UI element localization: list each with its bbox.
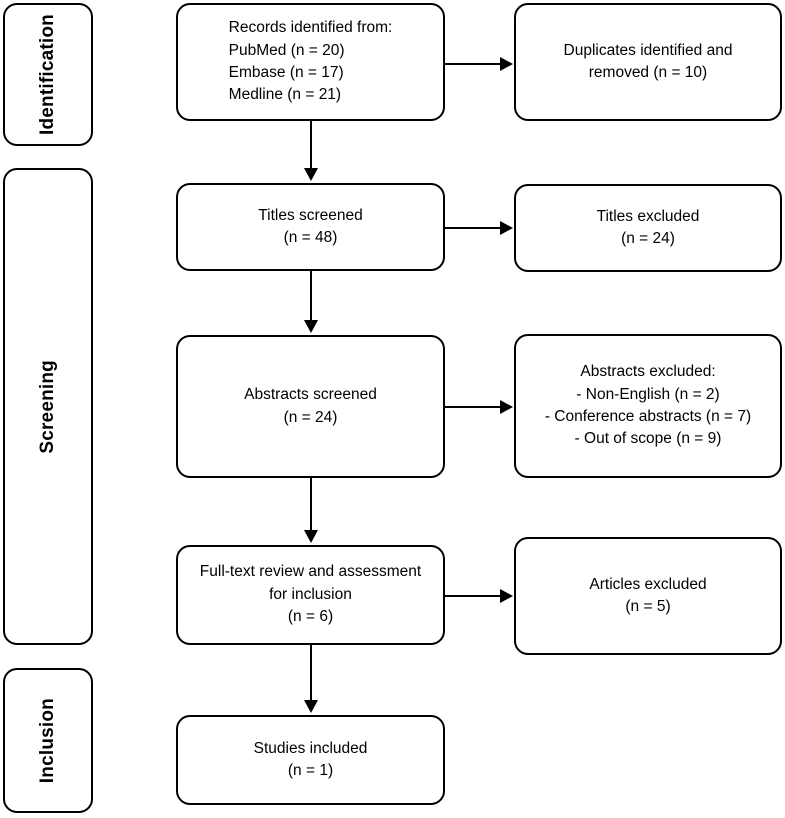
connector-line-fulltext-to-included [310, 645, 312, 700]
box-abstracts-excluded: Abstracts excluded: - Non-English (n = 2… [514, 334, 782, 478]
connector-line-titles-to-abstracts [310, 271, 312, 321]
connector-line-abstracts-to-fulltext [310, 478, 312, 530]
stage-label-screening: Screening [37, 359, 58, 454]
box-titles-screened: Titles screened (n = 48) [176, 183, 445, 271]
box-abstracts-screened: Abstracts screened (n = 24) [176, 335, 445, 478]
arrow-fulltext-to-included [304, 700, 318, 713]
arrow-titles-to-abstracts [304, 320, 318, 333]
box-abstracts-screened-text: Abstracts screened (n = 24) [244, 386, 377, 426]
connector-line-fulltext-to-excluded [445, 595, 502, 597]
box-duplicates-removed: Duplicates identified and removed (n = 1… [514, 3, 782, 121]
box-duplicates-removed-text: Duplicates identified and removed (n = 1… [563, 41, 733, 81]
stage-box-identification: Identification [3, 3, 93, 146]
arrow-titles-to-excluded [500, 221, 513, 235]
connector-line-titles-to-excluded [445, 227, 502, 229]
box-abstracts-excluded-text: Abstracts excluded: - Non-English (n = 2… [544, 363, 752, 448]
box-studies-included-text: Studies included (n = 1) [253, 739, 368, 779]
stage-box-inclusion: Inclusion [3, 668, 93, 813]
connector-line-records-to-titles [310, 121, 312, 169]
stage-label-inclusion: Inclusion [37, 697, 58, 784]
box-full-text-review-text: Full-text review and assessment for incl… [199, 563, 422, 626]
box-full-text-review: Full-text review and assessment for incl… [176, 545, 445, 645]
connector-line-records-to-duplicates [445, 63, 502, 65]
box-records-identified: Records identified from: PubMed (n = 20)… [176, 3, 445, 121]
box-titles-excluded: Titles excluded (n = 24) [514, 184, 782, 272]
arrow-fulltext-to-excluded [500, 589, 513, 603]
box-articles-excluded-text: Articles excluded (n = 5) [589, 575, 707, 615]
box-articles-excluded: Articles excluded (n = 5) [514, 537, 782, 655]
arrow-records-to-duplicates [500, 57, 513, 71]
connector-line-abstracts-to-excluded [445, 406, 502, 408]
arrow-abstracts-to-fulltext [304, 530, 318, 543]
box-records-identified-text: Records identified from: PubMed (n = 20)… [228, 19, 393, 104]
stage-label-identification: Identification [37, 13, 58, 136]
arrow-records-to-titles [304, 168, 318, 181]
arrow-abstracts-to-excluded [500, 400, 513, 414]
box-titles-screened-text: Titles screened (n = 48) [258, 206, 363, 246]
box-studies-included: Studies included (n = 1) [176, 715, 445, 805]
stage-box-screening: Screening [3, 168, 93, 645]
box-titles-excluded-text: Titles excluded (n = 24) [596, 207, 700, 247]
